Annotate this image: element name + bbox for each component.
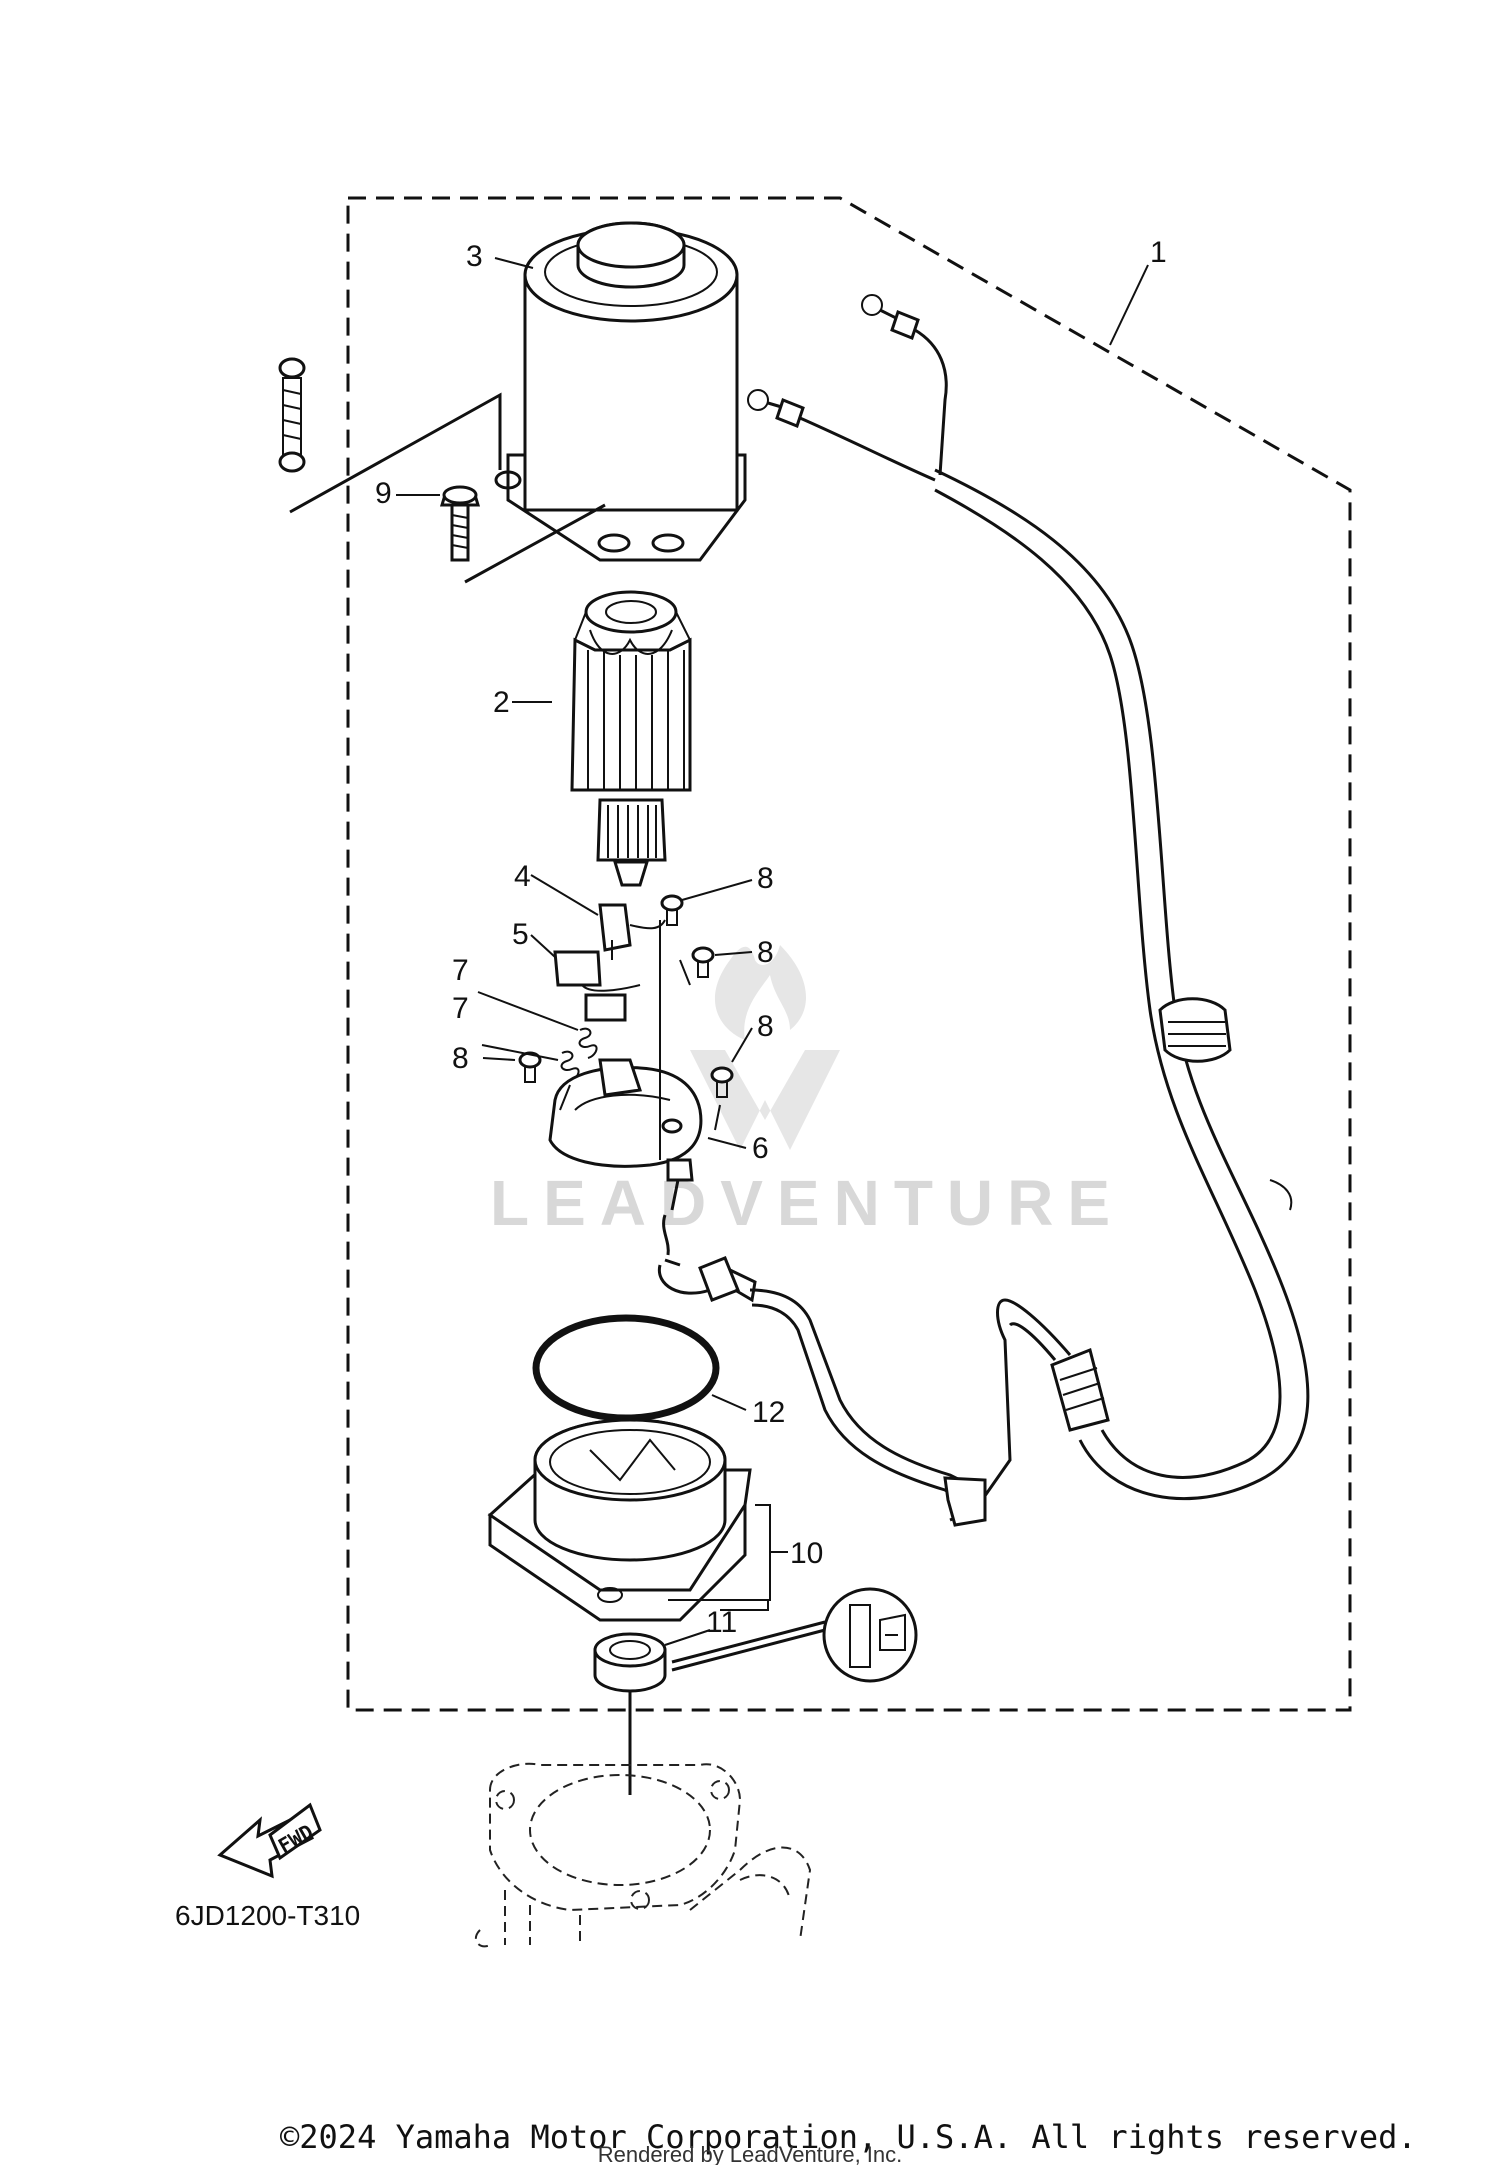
copyright-text: ©2024 Yamaha Motor Corporation, U.S.A. A… bbox=[280, 2118, 1417, 2156]
grease-pointer-line bbox=[671, 1620, 826, 1672]
callout-3: 3 bbox=[466, 240, 483, 273]
screw-icon bbox=[278, 357, 306, 473]
callout-6: 6 bbox=[752, 1132, 769, 1165]
engine-outline bbox=[474, 1762, 812, 1948]
lower-bracket bbox=[487, 1418, 752, 1622]
screw-8d bbox=[518, 1051, 542, 1083]
screw-8b bbox=[691, 946, 715, 978]
callout-10: 10 bbox=[790, 1537, 823, 1570]
rendered-by-text: Rendered by LeadVenture, Inc. bbox=[598, 2142, 903, 2165]
callout-8b: 8 bbox=[757, 936, 774, 969]
assembly-guide-lines bbox=[559, 920, 721, 1160]
brush-5 bbox=[553, 950, 641, 1022]
brush-holder-plate bbox=[548, 1058, 703, 1182]
spring-7a bbox=[578, 1027, 598, 1059]
callout-4: 4 bbox=[514, 860, 531, 893]
callout-7a: 7 bbox=[452, 954, 469, 987]
callout-12: 12 bbox=[752, 1396, 785, 1429]
callout-11: 11 bbox=[706, 1606, 737, 1639]
bolt bbox=[439, 485, 481, 562]
watermark-text: LEADVENTURE bbox=[490, 1167, 1124, 1239]
screw-8c bbox=[710, 1066, 734, 1098]
lead-wire-connector bbox=[657, 1179, 757, 1303]
callout-1: 1 bbox=[1150, 236, 1167, 269]
brush-4 bbox=[598, 903, 666, 952]
callout-leaders bbox=[396, 257, 1149, 1646]
assembly-boundary bbox=[346, 196, 1352, 1712]
bolt-guide-line bbox=[289, 392, 606, 584]
callout-labels: 1 3 2 4 8 5 8 7 7 8 8 6 9 12 10 11 bbox=[375, 236, 1167, 1639]
motor-housing bbox=[494, 221, 747, 562]
fwd-arrow-icon: FWD bbox=[217, 1802, 322, 1879]
o-ring bbox=[532, 1314, 720, 1422]
callout-7b: 7 bbox=[452, 992, 469, 1025]
callout-2: 2 bbox=[493, 686, 510, 719]
grease-indicator bbox=[822, 1587, 918, 1683]
callout-9: 9 bbox=[375, 477, 392, 510]
armature bbox=[570, 590, 692, 887]
watermark: LEADVENTURE bbox=[490, 945, 1124, 1239]
callout-8d: 8 bbox=[452, 1042, 469, 1075]
hose-harness bbox=[747, 294, 1310, 1527]
spring-7b bbox=[560, 1050, 580, 1082]
callout-5: 5 bbox=[512, 918, 529, 951]
bearing bbox=[593, 1632, 667, 1693]
diagram-code: 6JD1200-T310 bbox=[175, 1900, 360, 1931]
screw-8a bbox=[660, 894, 684, 926]
callout-8c: 8 bbox=[757, 1010, 774, 1043]
callout-8a: 8 bbox=[757, 862, 774, 895]
